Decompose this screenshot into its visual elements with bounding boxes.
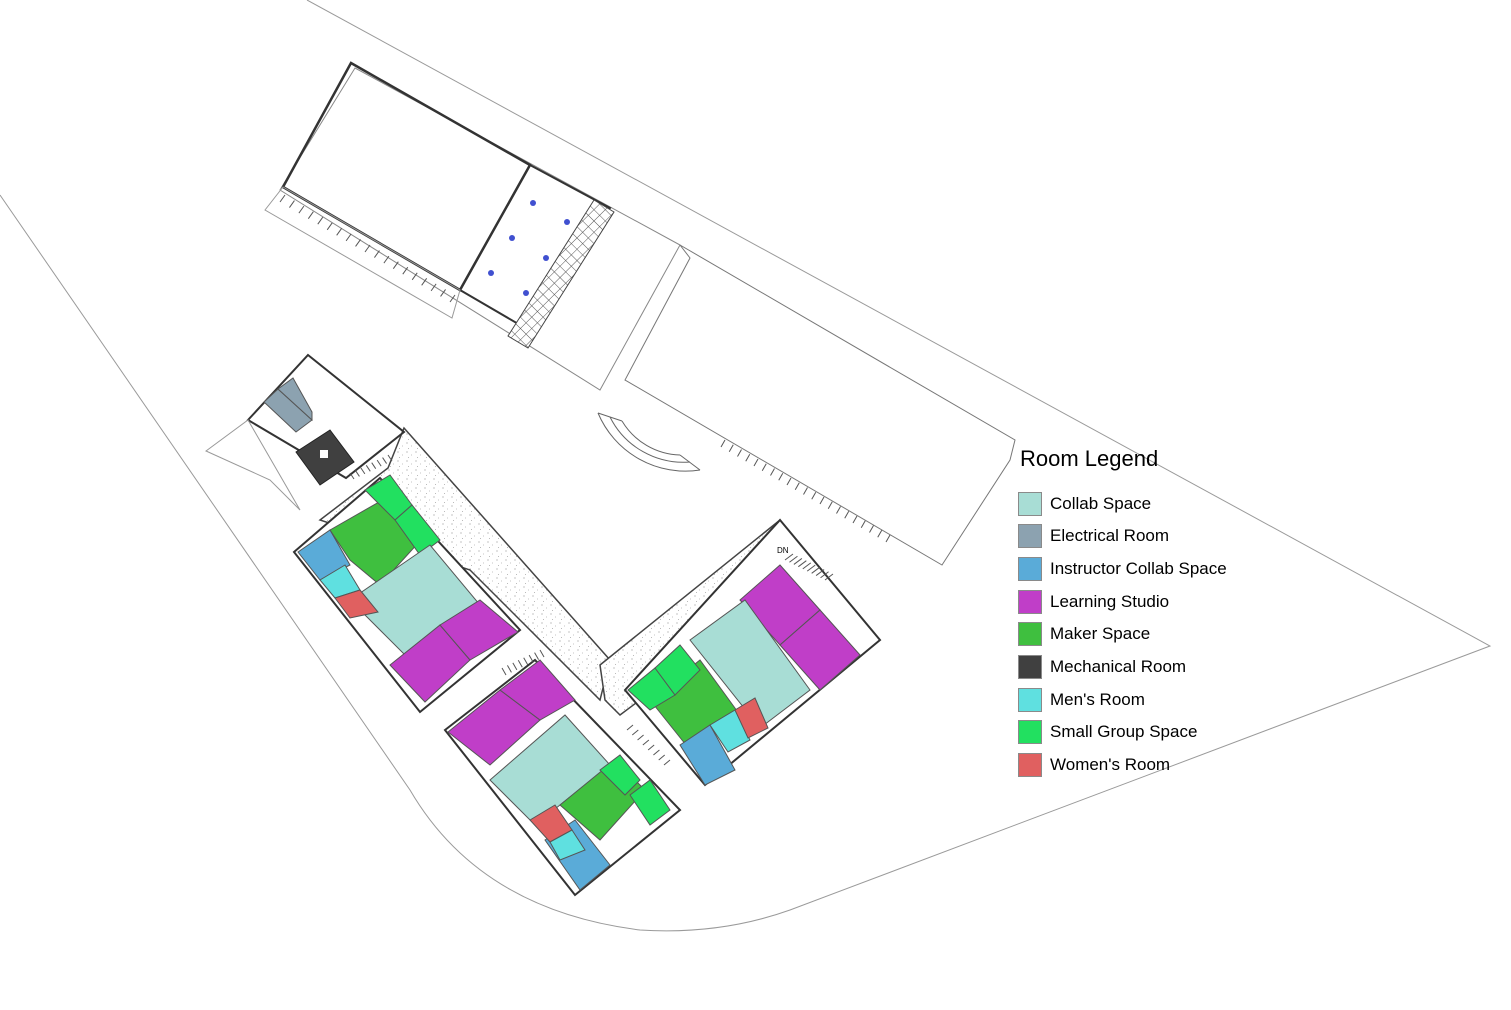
legend-swatch: [1018, 491, 1042, 516]
legend-swatch: [1018, 753, 1042, 777]
legend-label: Men's Room: [1050, 689, 1145, 709]
legend-title: Room Legend: [1020, 446, 1159, 471]
legend-item: Learning Studio: [1018, 589, 1278, 614]
wing-c: [623, 518, 882, 787]
legend-item: Instructor Collab Space: [1018, 556, 1278, 581]
service-block: [205, 353, 406, 511]
legend-swatch: [1018, 622, 1042, 647]
legend-item: Small Group Space: [1018, 720, 1278, 745]
legend-swatch: [1018, 687, 1042, 712]
north-building: [264, 61, 1016, 566]
legend-label: Maker Space: [1050, 624, 1151, 644]
legend-item: Men's Room: [1018, 687, 1278, 712]
legend-label: Women's Room: [1050, 755, 1171, 774]
legend-swatch: [1018, 524, 1042, 549]
legend-swatch: [1018, 556, 1042, 581]
amphitheater: [597, 412, 701, 472]
legend-label: Learning Studio: [1050, 591, 1170, 611]
legend-label: Collab Space: [1050, 493, 1152, 513]
site-boundary: [0, 0, 1492, 932]
legend-item: Electrical Room: [1018, 524, 1278, 549]
legend-item: Collab Space: [1018, 491, 1278, 516]
stair-label: DN: [777, 546, 789, 555]
wing-a: [292, 474, 522, 714]
legend-item: Mechanical Room: [1018, 654, 1278, 679]
legend-label: Electrical Room: [1050, 526, 1170, 546]
wing-b: [443, 658, 682, 897]
legend-label: Mechanical Room: [1050, 656, 1187, 676]
stair-ticks: [279, 194, 891, 766]
legend-label: Instructor Collab Space: [1050, 558, 1227, 578]
legend-item: Women's Room: [1018, 753, 1278, 778]
legend-swatch: [1018, 654, 1042, 679]
legend-swatch: [1018, 589, 1042, 614]
fixture-marks: [488, 200, 570, 296]
legend-item: Maker Space: [1018, 622, 1278, 647]
legend-swatch: [1018, 720, 1042, 745]
legend-label: Small Group Space: [1050, 722, 1198, 742]
